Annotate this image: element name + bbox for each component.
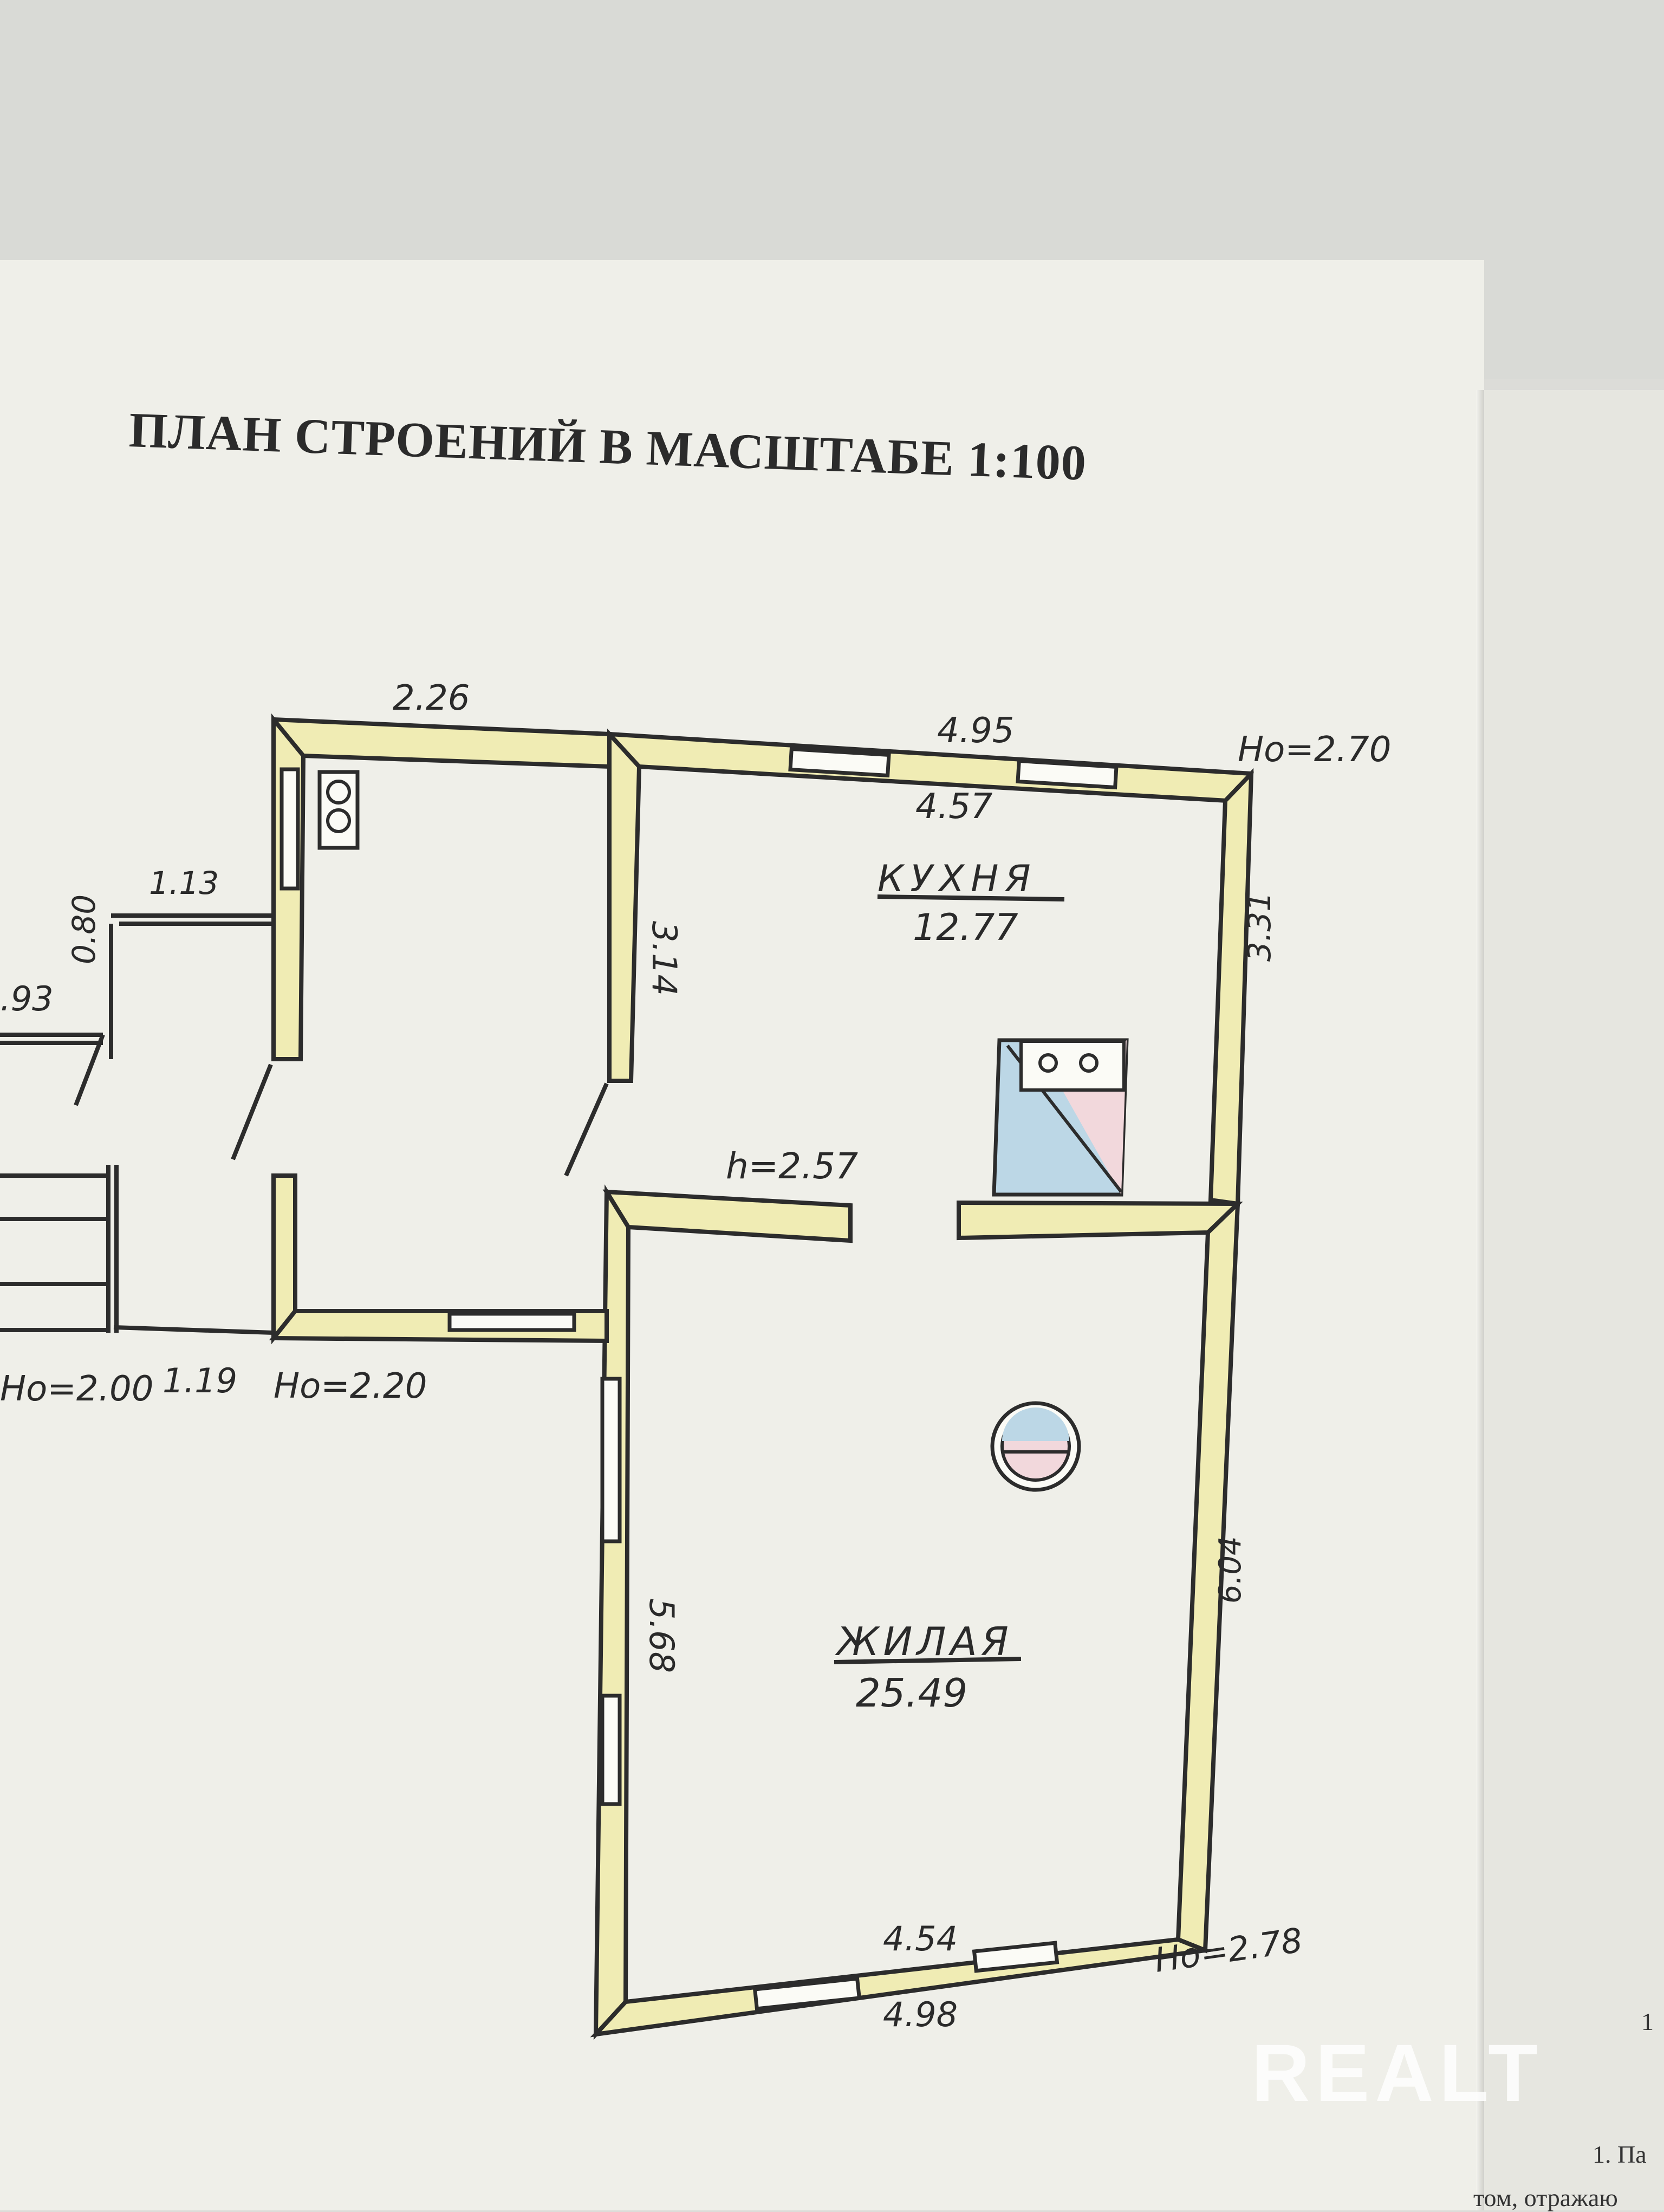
window-kitchen-1 (788, 747, 891, 778)
dim-454: 4.54 (883, 1919, 958, 1958)
kitchen-underline (877, 894, 1065, 901)
round-stove-icon (990, 1401, 1081, 1492)
window-vestibule (280, 767, 300, 891)
dim-568: 5.68 (642, 1598, 681, 1673)
window-living-bottom-1 (752, 1976, 862, 2011)
living-underline (834, 1657, 1022, 1664)
wall-kitchen-living-left (602, 1189, 853, 1243)
window-kitchen-2 (1016, 758, 1119, 790)
height-257: h=2.57 (726, 1145, 858, 1187)
dim-93: .93 (0, 979, 54, 1019)
realt-watermark: REALT (1251, 2027, 1543, 2118)
door-swing-kitchen (564, 1082, 609, 1177)
page-number: 1 (1641, 2008, 1654, 2035)
wall-partition-upper (607, 728, 642, 1083)
dim-498: 4.98 (883, 1995, 958, 2034)
window-vestibule-bottom (447, 1312, 576, 1332)
height-200: Нo=2.00 (0, 1369, 153, 1409)
dim-604: 6.04 (1213, 1536, 1248, 1604)
dim-457: 4.57 (915, 787, 993, 827)
kitchen-area: 12.77 (913, 906, 1018, 949)
dim-226: 2.26 (393, 678, 470, 718)
kitchen-name: КУХНЯ (877, 858, 1037, 900)
next-page (1484, 390, 1664, 2210)
dim-080: 0.80 (66, 894, 102, 964)
living-name: ЖИЛАЯ (835, 1619, 1013, 1664)
sink-bowl-1 (326, 780, 351, 805)
window-living-left-2 (600, 1694, 622, 1806)
dim-314: 3.14 (645, 921, 684, 996)
sink-icon (317, 770, 360, 850)
dim-331: 3.31 (1241, 892, 1278, 962)
porch-wall-bottom (113, 1325, 274, 1335)
window-living-left-1 (600, 1377, 622, 1543)
stove-icon (992, 1038, 1129, 1197)
dim-495: 4.95 (937, 711, 1015, 751)
dim-113: 1.13 (149, 865, 219, 901)
wall-kitchen-right (1208, 768, 1254, 1206)
door-swing-porch (74, 1034, 105, 1106)
height-278: Нo=2.78 (1152, 1920, 1305, 1980)
height-220: Нo=2.20 (274, 1366, 427, 1406)
door-swing-vestibule (231, 1063, 273, 1160)
dim-119: 1.19 (162, 1361, 237, 1400)
wall-kitchen-living-right (957, 1200, 1243, 1241)
sink-bowl-2 (326, 808, 351, 833)
living-area: 25.49 (856, 1670, 967, 1716)
side-note-2: том, отражаю (1473, 2184, 1618, 2211)
wall-top-left (271, 717, 612, 769)
window-living-bottom-2 (972, 1941, 1060, 1973)
side-note-1: 1. Па (1592, 2140, 1647, 2168)
height-270: Нo=2.70 (1238, 730, 1391, 770)
